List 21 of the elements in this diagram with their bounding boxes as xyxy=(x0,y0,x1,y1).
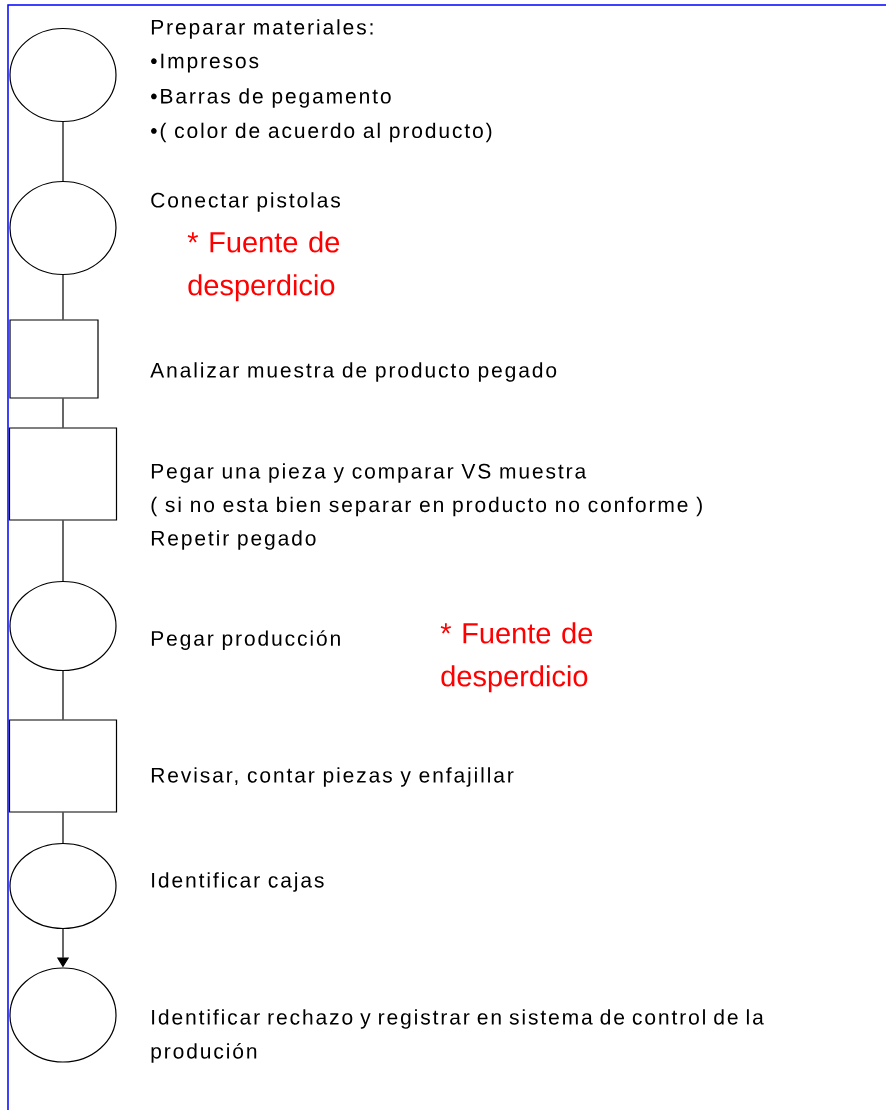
waste-note: * Fuente de desperdicio xyxy=(187,231,340,302)
waste-note: * Fuente de desperdicio xyxy=(440,622,593,693)
connector-line xyxy=(62,398,64,428)
connector-line xyxy=(62,812,64,844)
connector-line xyxy=(62,520,64,582)
connector-line xyxy=(62,121,64,182)
step-label: Identificar cajas xyxy=(152,872,324,892)
step-label: Analizar muestra de producto pegado xyxy=(150,362,557,382)
step-label: Pegar producción xyxy=(151,630,340,651)
step-label: Conectar pistolas xyxy=(151,192,340,212)
step-label: •( color de acuerdo al producto) xyxy=(151,122,492,143)
step-label: Revisar, contar piezas y enfajillar xyxy=(151,767,514,787)
step-label: Repetir pegado xyxy=(151,530,316,550)
connector-line xyxy=(62,670,64,720)
step-label: Pegar una pieza y comparar VS muestra xyxy=(151,463,587,483)
step-label: •Impresos xyxy=(151,53,259,73)
step-label: ( si no esta bien separar en producto no conforme ) xyxy=(151,496,702,517)
step-label: Preparar materiales: xyxy=(151,19,373,39)
connector-line xyxy=(62,274,64,320)
step-label: Identificar rechazo y registrar en sistema de control de la produción xyxy=(151,1009,764,1063)
step-label: •Barras de pegamento xyxy=(151,88,391,108)
